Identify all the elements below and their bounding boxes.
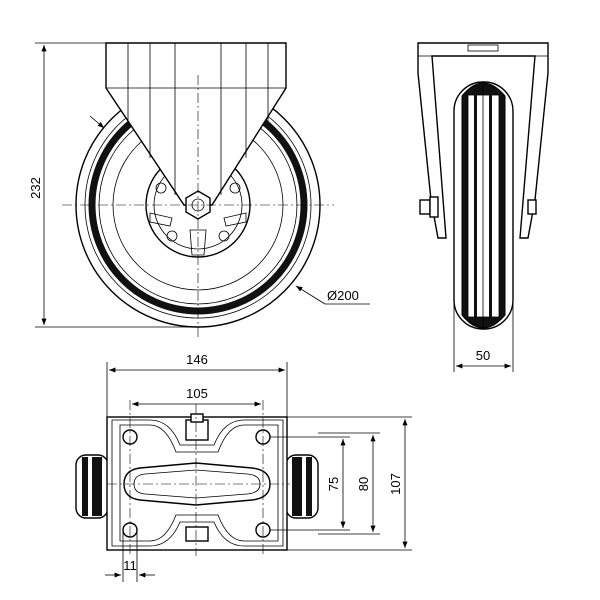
hub-hole bbox=[229, 182, 241, 194]
dimension-plate-length-label: 146 bbox=[186, 352, 208, 367]
leader-arrow bbox=[89, 115, 105, 129]
side-view: 50 bbox=[417, 42, 549, 372]
dimension-hole-length-label: 105 bbox=[186, 386, 208, 401]
hub-spoke bbox=[149, 212, 173, 227]
top-view: 146 105 75 80 107 11 bbox=[75, 352, 412, 582]
top-bolt-head bbox=[190, 413, 204, 423]
dimension-hole-width-label: 75 bbox=[326, 477, 341, 491]
diameter-leader bbox=[295, 285, 326, 305]
top-bolt bbox=[185, 526, 209, 542]
top-plate-pressing bbox=[111, 419, 284, 547]
top-tyre-left-groove bbox=[88, 457, 92, 516]
dimension-slot-width-label: 80 bbox=[356, 477, 371, 491]
hub-spoke bbox=[223, 212, 247, 227]
side-rim bbox=[467, 94, 500, 318]
front-view: 232 Ø200 bbox=[28, 42, 370, 340]
side-rim-groove bbox=[474, 95, 477, 317]
top-bolt bbox=[185, 419, 209, 441]
dimension-height-label: 232 bbox=[28, 177, 43, 199]
side-axle-washer bbox=[429, 196, 439, 218]
side-axle-nut bbox=[419, 199, 431, 215]
dimension-plate-width-label: 107 bbox=[388, 473, 403, 495]
dimension-diameter-label: Ø200 bbox=[327, 288, 359, 303]
dimension-width-label: 50 bbox=[476, 348, 490, 363]
fork-bracket bbox=[105, 42, 287, 206]
side-rim-groove bbox=[489, 95, 492, 317]
hub-hole bbox=[155, 182, 167, 194]
top-tyre-right-groove bbox=[302, 457, 306, 516]
side-axle-end bbox=[527, 199, 537, 215]
hub-spoke bbox=[189, 229, 207, 256]
side-bracket-slot bbox=[467, 44, 499, 52]
hub-hole bbox=[218, 230, 230, 242]
hub-hole bbox=[166, 230, 178, 242]
top-plate-pressing-inner bbox=[119, 424, 279, 542]
dimension-hole-label: 11 bbox=[123, 558, 137, 573]
